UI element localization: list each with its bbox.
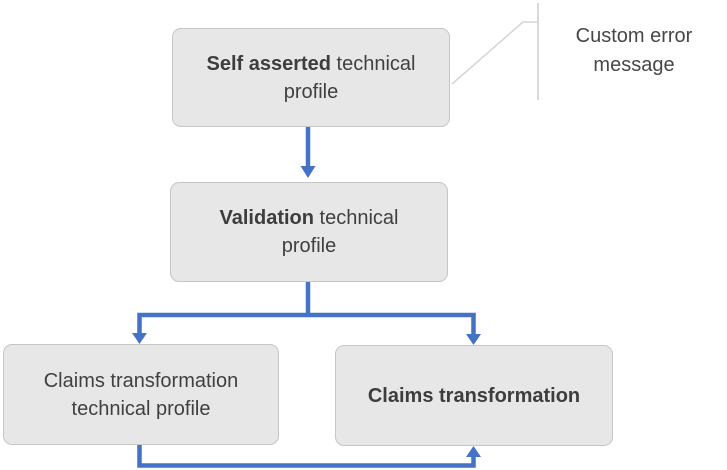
arrow-branch-bar	[137, 312, 476, 335]
box-self-asserted-label: Self asserted technical profile	[193, 50, 429, 106]
box-validation-label: Validation technical profile	[191, 204, 427, 260]
arrowhead-bottom-connector	[466, 446, 481, 457]
box-validation-label-bold: Validation	[219, 207, 314, 229]
callout-custom-error-message: Custom error message	[575, 25, 693, 76]
box-claims-label: Claims transformation	[368, 382, 580, 410]
callout-leader-line	[451, 21, 538, 85]
box-self-asserted-label-rest: technical profile	[283, 52, 416, 103]
box-claims-tp-label: Claims transformation technical profile	[24, 367, 258, 423]
box-claims-tp-label-rest: Claims transformation technical profile	[43, 369, 239, 420]
box-self-asserted-label-bold: Self asserted	[206, 52, 331, 75]
arrowhead-self-to-validation	[300, 166, 316, 178]
arrow-bottom-connector	[137, 445, 476, 468]
box-claims-label-bold: Claims transformation	[367, 384, 581, 407]
box-claims-transformation: Claims transformation	[335, 345, 613, 446]
box-validation-technical-profile: Validation technical profile	[170, 182, 448, 282]
arrowhead-branch-left	[132, 333, 147, 344]
box-validation-label-rest: technical profile	[281, 207, 399, 257]
box-self-asserted-technical-profile: Self asserted technical profile	[172, 28, 450, 127]
box-claims-transformation-technical-profile: Claims transformation technical profile	[3, 344, 279, 445]
arrowhead-branch-right	[466, 334, 481, 345]
